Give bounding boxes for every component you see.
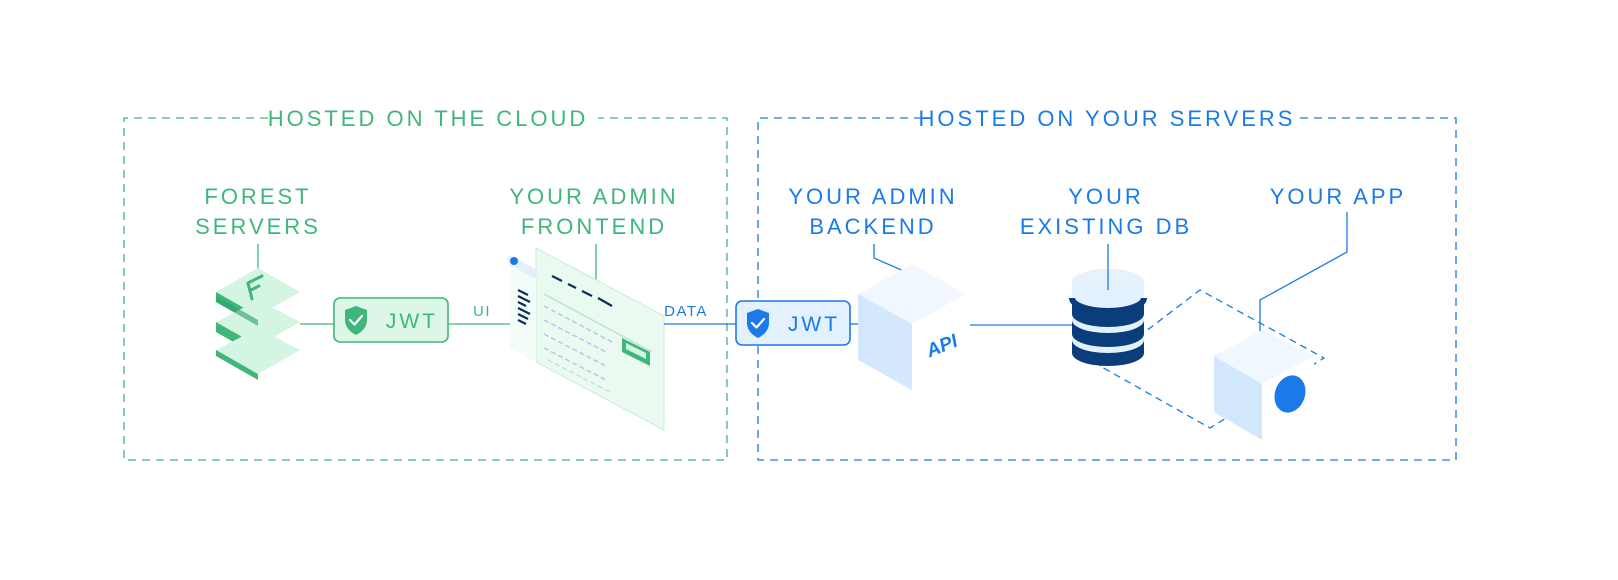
admin-frontend-label-line2: FRONTEND bbox=[521, 214, 667, 239]
shield-check-icon bbox=[345, 306, 367, 335]
shield-check-icon bbox=[747, 309, 769, 338]
data-link-label: DATA bbox=[664, 303, 708, 320]
cloud-jwt-badge: JWT bbox=[333, 297, 449, 343]
servers-jwt-badge: JWT bbox=[735, 300, 851, 346]
cloud-group-title: HOSTED ON THE CLOUD bbox=[268, 106, 589, 131]
servers-group-title: HOSTED ON YOUR SERVERS bbox=[919, 106, 1296, 131]
cloud-group: HOSTED ON THE CLOUD FOREST SERVERS bbox=[123, 106, 728, 461]
existing-db-label-line1: YOUR bbox=[1068, 184, 1144, 209]
browser-window-icon bbox=[508, 247, 665, 431]
cloud-group-border bbox=[123, 117, 728, 461]
app-cube-icon bbox=[1214, 330, 1314, 440]
api-cube-icon: API bbox=[858, 264, 966, 390]
app-label: YOUR APP bbox=[1270, 184, 1406, 209]
forest-logo-stack-icon bbox=[216, 268, 300, 380]
forest-servers-label-line2: SERVERS bbox=[195, 214, 321, 239]
admin-backend-label-line2: BACKEND bbox=[809, 214, 936, 239]
existing-db-label-line2: EXISTING DB bbox=[1020, 214, 1192, 239]
ui-link-label: UI bbox=[473, 303, 491, 320]
infrastructure-platform bbox=[1098, 289, 1326, 429]
servers-jwt-label: JWT bbox=[788, 313, 840, 336]
cloud-jwt-label: JWT bbox=[386, 310, 438, 333]
servers-group-border bbox=[757, 117, 1457, 461]
admin-frontend-label-line1: YOUR ADMIN bbox=[509, 184, 678, 209]
servers-group: HOSTED ON YOUR SERVERS DATA JWT YOUR ADM… bbox=[664, 106, 1457, 461]
admin-backend-label-line1: YOUR ADMIN bbox=[788, 184, 957, 209]
app-leader bbox=[1259, 212, 1348, 346]
forest-servers-label-line1: FOREST bbox=[204, 184, 311, 209]
